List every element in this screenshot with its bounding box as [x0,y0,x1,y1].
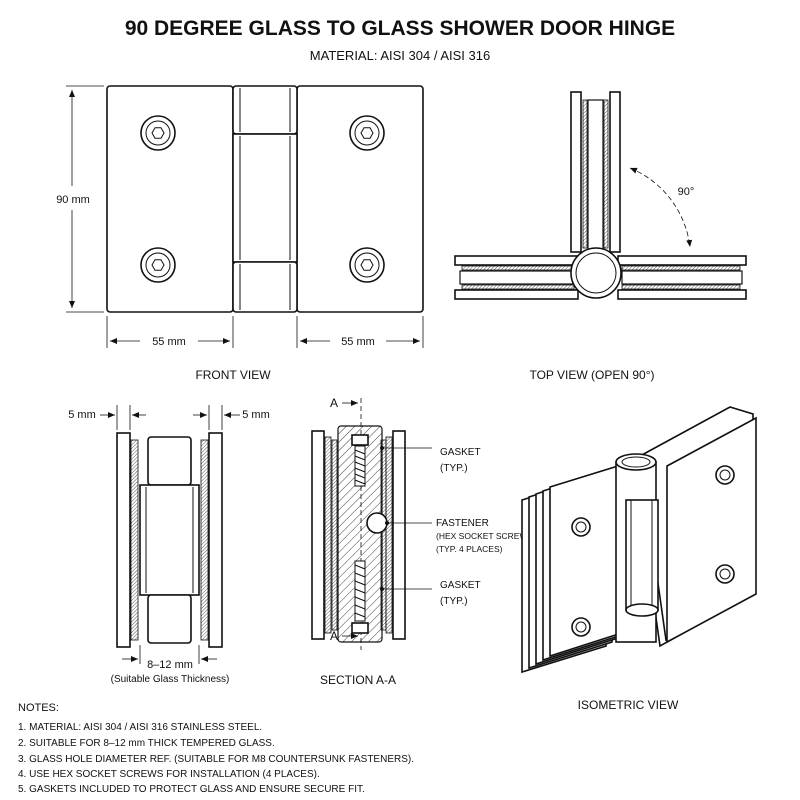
cut-letter-top: A [330,396,338,410]
front-view-label: FRONT VIEW [195,368,271,382]
isometric-view-label: ISOMETRIC VIEW [578,698,679,712]
hex-screw-icon [140,115,176,151]
note-item: 4. USE HEX SOCKET SCREWS FOR INSTALLATIO… [18,769,320,780]
hex-screw-icon [571,517,591,537]
hex-screw-icon [715,465,735,485]
gasket-bottom-label: GASKET [440,580,481,591]
hinge-knuckle-top [232,85,298,135]
notes-heading: NOTES: [18,702,59,714]
fastener-type: (HEX SOCKET SCREW) [436,531,530,541]
glass-thickness-dimension: 8–12 mm [147,659,193,671]
fastener-label: FASTENER [436,518,489,529]
note-item: 5. GASKETS INCLUDED TO PROTECT GLASS AND… [18,784,365,795]
gasket-top-label: GASKET [440,447,481,458]
cut-letter-bottom: A [330,629,338,643]
hinge-knuckle-bottom [232,261,298,313]
notes-block: NOTES: 1. MATERIAL: AISI 304 / AISI 316 … [18,702,414,795]
fastener-hole [366,512,388,534]
side-view: 5 mm 5 mm 8–12 mm (Suitable Glass Thickn… [68,405,270,685]
isometric-view: ISOMETRIC VIEW [521,406,757,712]
left-width-dimension: 55 mm [152,336,186,348]
hex-screw-icon [349,115,385,151]
left-gap-dimension: 5 mm [68,409,96,421]
front-view: 90 mm 55 mm 55 mm FRONT VIEW [56,85,424,382]
gasket-bottom-typ: (TYP.) [440,596,468,607]
hex-screw-icon [140,247,176,283]
hex-screw-icon [349,247,385,283]
top-view-label: TOP VIEW (OPEN 90°) [529,368,654,382]
hex-screw-icon [571,617,591,637]
top-view: 90° TOP VIEW (OPEN 90°) [454,91,747,382]
angle-label: 90° [678,186,695,198]
note-item: 3. GLASS HOLE DIAMETER REF. (SUITABLE FO… [18,754,414,765]
drawing-title: 90 DEGREE GLASS TO GLASS SHOWER DOOR HIN… [125,17,675,40]
note-item: 2. SUITABLE FOR 8–12 mm THICK TEMPERED G… [18,738,275,749]
pivot-knuckle [570,247,622,299]
material-subtitle: MATERIAL: AISI 304 / AISI 316 [310,48,490,63]
gasket-top-typ: (TYP.) [440,463,468,474]
section-view: A A GASKET (TYP.) FASTENER (HEX SOCKET S… [311,396,530,687]
height-dimension: 90 mm [56,194,90,206]
section-view-label: SECTION A-A [320,673,396,687]
hex-screw-icon [715,564,735,584]
note-item: 1. MATERIAL: AISI 304 / AISI 316 STAINLE… [18,722,262,733]
right-gap-dimension: 5 mm [242,409,270,421]
fastener-count: (TYP. 4 PLACES) [436,544,503,554]
hinge-barrel [232,133,298,263]
right-width-dimension: 55 mm [341,336,375,348]
glass-thickness-note: (Suitable Glass Thickness) [111,674,230,685]
